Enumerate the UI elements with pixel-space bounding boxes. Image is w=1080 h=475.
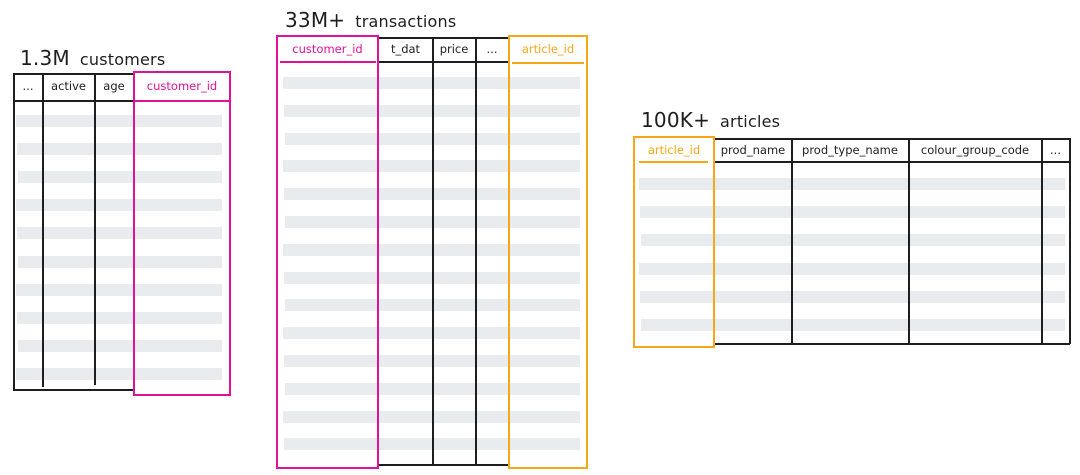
articles-label: articles xyxy=(720,112,781,131)
articles-col-divider-3 xyxy=(1041,139,1043,343)
customers-row-placeholder xyxy=(18,339,222,352)
articles-row-placeholder xyxy=(640,290,1065,303)
transactions-row-placeholder xyxy=(283,327,580,340)
transactions-row-placeholder xyxy=(283,160,580,173)
customers-row-placeholder xyxy=(18,171,222,184)
articles-col-article-id: article_id xyxy=(647,143,701,157)
transactions-col-article-id: article_id xyxy=(521,42,575,56)
transactions-col-t-dat: t_dat xyxy=(390,42,421,56)
articles-row-placeholder xyxy=(639,262,1065,275)
articles-bottom-border xyxy=(714,343,1070,345)
articles-article-id-highlight xyxy=(633,136,715,348)
customers-top-border xyxy=(13,73,133,75)
customers-row-placeholder xyxy=(16,367,222,380)
articles-row-placeholder xyxy=(641,319,1065,331)
transactions-col-price: price xyxy=(439,42,469,56)
transactions-col-divider-2 xyxy=(475,38,477,464)
customers-left-border xyxy=(13,73,15,390)
articles-col-prod-name: prod_name xyxy=(720,143,786,157)
articles-row-placeholder xyxy=(641,234,1065,247)
transactions-article-key-header-border xyxy=(512,62,584,64)
customers-bottom-border xyxy=(13,389,133,391)
customers-row-placeholder xyxy=(17,311,222,324)
articles-right-border xyxy=(1069,138,1071,344)
customers-col-customer-id: customer_id xyxy=(146,79,218,93)
transactions-bottom-border xyxy=(378,464,508,466)
customers-customer-id-highlight xyxy=(133,71,231,396)
transactions-row-placeholder xyxy=(283,410,580,423)
transactions-row-placeholder xyxy=(283,243,580,256)
transactions-customer-key-header-border xyxy=(280,61,376,63)
transactions-title: 33M+ transactions xyxy=(285,8,456,32)
transactions-article-id-highlight xyxy=(508,35,588,469)
customers-col-age: age xyxy=(103,79,125,93)
customers-header-border xyxy=(13,100,133,102)
transactions-row-placeholder xyxy=(283,77,580,89)
customers-row-placeholder xyxy=(16,199,222,212)
customers-row-placeholder xyxy=(17,143,222,156)
customers-count: 1.3M xyxy=(20,46,70,70)
transactions-count: 33M+ xyxy=(285,8,346,32)
transactions-customer-id-highlight xyxy=(276,35,379,469)
customers-label: customers xyxy=(79,50,166,69)
articles-row-placeholder xyxy=(640,206,1065,219)
articles-col-prod-type-name: prod_type_name xyxy=(802,143,898,157)
articles-col-divider-2 xyxy=(908,139,910,343)
articles-header-border xyxy=(714,161,1070,163)
customers-col-more: ... xyxy=(22,79,34,93)
transactions-col-more: ... xyxy=(486,42,498,56)
articles-key-header-border xyxy=(639,161,708,163)
articles-title: 100K+ articles xyxy=(641,108,780,132)
transactions-header-border xyxy=(378,61,508,63)
transactions-label: transactions xyxy=(355,12,457,31)
customers-col-active: active xyxy=(51,79,86,93)
articles-count: 100K+ xyxy=(641,108,711,132)
customers-row-placeholder xyxy=(18,255,222,268)
articles-col-colour-group-code: colour_group_code xyxy=(920,143,1030,157)
articles-col-divider-1 xyxy=(791,139,793,343)
articles-top-border xyxy=(714,138,1070,140)
customers-key-header-border xyxy=(133,100,230,102)
transactions-col-customer-id: customer_id xyxy=(292,42,363,56)
customers-row-placeholder xyxy=(17,227,222,240)
customers-col-divider-1 xyxy=(42,73,44,387)
customers-col-divider-2 xyxy=(94,73,96,385)
articles-col-more: ... xyxy=(1050,143,1061,157)
customers-title: 1.3M customers xyxy=(20,46,165,70)
transactions-col-divider-1 xyxy=(432,38,434,464)
customers-row-placeholder xyxy=(16,283,222,296)
customers-row-placeholder xyxy=(16,115,222,127)
transactions-top-border xyxy=(378,37,508,39)
articles-row-placeholder xyxy=(639,178,1065,190)
